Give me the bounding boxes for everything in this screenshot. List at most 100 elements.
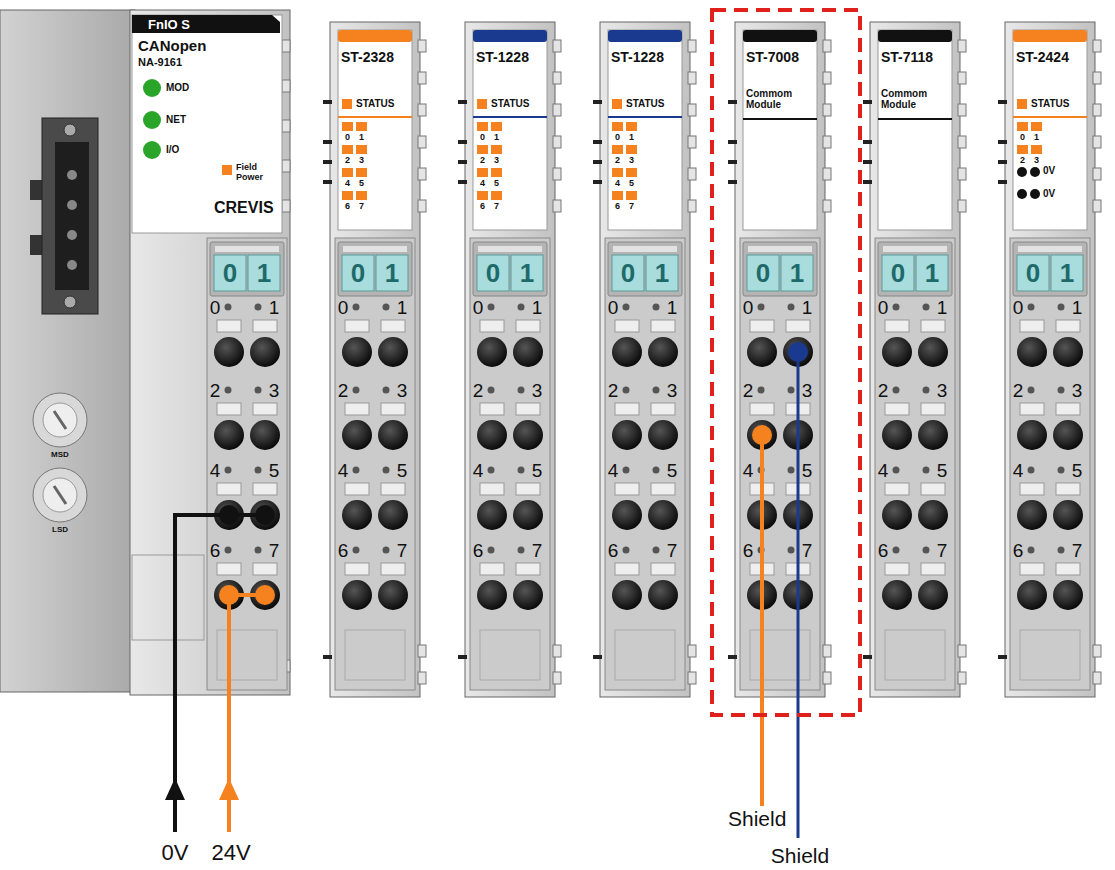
terminal-number: 7 [667,541,678,560]
shield-wires [752,342,808,838]
terminal-number: 3 [937,381,948,400]
terminal-number: 0 [1013,298,1024,317]
display-digit: 1 [655,260,669,286]
supply-label: 0V [162,842,189,864]
terminal-number: 5 [269,461,280,480]
terminal-number: 5 [802,461,813,480]
module-name: ST-2328 [341,50,394,64]
led-label: 0V [1043,189,1055,199]
terminal-number: 5 [1072,461,1083,480]
led-number: 5 [359,179,364,188]
led-number: 4 [345,179,350,188]
terminal-number: 5 [532,461,543,480]
terminal-number: 2 [608,381,619,400]
highlight-frame [712,10,860,715]
led-number: 3 [359,156,364,165]
module-name: ST-1228 [611,50,664,64]
terminal-number: 7 [802,541,813,560]
display-digit: 0 [1026,260,1040,286]
led-label: Field Power [236,163,280,183]
terminal-number: 3 [1072,381,1083,400]
io-module: ST-2424STATUS01230V0V0101234567 [1005,0,1103,700]
display-digit: 0 [756,260,770,286]
led-number: 4 [615,179,620,188]
terminal-number: 5 [667,461,678,480]
display-digit: 1 [520,260,534,286]
led-number: 0 [615,133,620,142]
led-number: 6 [345,202,350,211]
terminal-number: 0 [743,298,754,317]
io-module: ST-7008Commom Module0101234567 [735,0,833,700]
led-number: 1 [359,133,364,142]
protocol-name: CANopen [138,38,206,53]
display-digit: 0 [223,260,237,286]
terminal-number: 2 [338,381,349,400]
terminal-number: 4 [1013,461,1024,480]
terminal-number: 2 [1013,381,1024,400]
terminal-number: 6 [210,541,221,560]
io-module: ST-1228STATUS012345670101234567 [600,0,698,700]
module-name: ST-7008 [746,50,799,64]
led-number: 1 [629,133,634,142]
display-digit: 1 [790,260,804,286]
led-number: 2 [1020,156,1025,165]
led-number: 0 [480,133,485,142]
display-digit: 0 [621,260,635,286]
terminal-number: 1 [667,298,678,317]
terminal-number: 2 [878,381,889,400]
display-digit: 0 [486,260,500,286]
led-number: 5 [629,179,634,188]
terminal-number: 6 [743,541,754,560]
display-digit: 1 [925,260,939,286]
terminal-number: 4 [878,461,889,480]
module-name: ST-2424 [1016,50,1069,64]
shield-label: Shield [771,845,829,866]
terminal-number: 1 [802,298,813,317]
terminal-number: 5 [397,461,408,480]
led-number: 7 [629,202,634,211]
io-module: ST-2328STATUS012345670101234567 [330,0,428,700]
led-number: 7 [494,202,499,211]
power-wires [165,505,275,832]
terminal-number: 1 [397,298,408,317]
terminal-number: 4 [210,461,221,480]
switch-label: MSD [51,451,69,459]
terminal-number: 1 [937,298,948,317]
terminal-number: 3 [667,381,678,400]
led-number: 3 [1034,156,1039,165]
terminal-number: 3 [802,381,813,400]
terminal-number: 4 [338,461,349,480]
module-note: Commom Module [881,88,943,110]
status-label: STATUS [356,99,395,109]
terminal-number: 6 [878,541,889,560]
led-number: 6 [615,202,620,211]
terminal-number: 6 [338,541,349,560]
led-label: NET [166,115,186,125]
terminal-number: 2 [473,381,484,400]
module-name: ST-1228 [476,50,529,64]
adapter-body [0,10,290,695]
led-number: 2 [345,156,350,165]
led-number: 5 [494,179,499,188]
terminal-number: 7 [532,541,543,560]
module-name: ST-7118 [881,50,933,64]
display-digit: 1 [385,260,399,286]
terminal-number: 0 [878,298,889,317]
led-number: 0 [345,133,350,142]
terminal-number: 7 [397,541,408,560]
terminal-number: 7 [1072,541,1083,560]
terminal-number: 1 [532,298,543,317]
status-label: STATUS [626,99,665,109]
terminal-number: 0 [338,298,349,317]
led-number: 3 [629,156,634,165]
led-number: 6 [480,202,485,211]
terminal-number: 5 [937,461,948,480]
terminal-number: 0 [608,298,619,317]
display-digit: 0 [351,260,365,286]
led-number: 3 [494,156,499,165]
led-number: 2 [480,156,485,165]
led-label: MOD [166,83,189,93]
terminal-number: 6 [1013,541,1024,560]
shield-label: Shield [728,808,786,829]
